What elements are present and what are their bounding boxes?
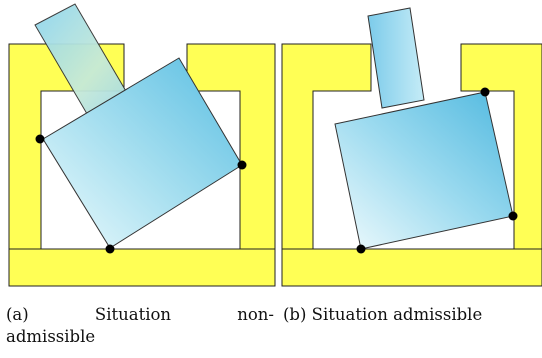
panel-a-contact-right	[237, 160, 247, 170]
panel-b-block	[334, 91, 514, 250]
caption-panel-a-word1: Situation	[94, 305, 172, 324]
panel-b	[281, 7, 542, 287]
caption-panel-a: (a) Situation non- admissible	[6, 304, 274, 348]
panel-a-contact-left	[35, 134, 45, 144]
caption-panel-a-line2: admissible	[6, 327, 96, 346]
panel-a	[8, 3, 276, 287]
panel-b-contact-bottom	[356, 244, 366, 254]
caption-panel-a-line1: (a) Situation non-	[6, 304, 274, 326]
caption-panel-a-word2: non-	[237, 305, 274, 324]
caption-panel-b: (b) Situation admissible	[283, 305, 483, 324]
panel-b-stem	[367, 7, 425, 109]
panel-b-contact-top	[480, 87, 490, 97]
diagram-canvas	[8, 3, 542, 287]
panel-b-contact-right	[508, 211, 518, 221]
panel-a-contact-bottom	[105, 244, 115, 254]
caption-panel-a-tag: (a)	[6, 305, 29, 324]
